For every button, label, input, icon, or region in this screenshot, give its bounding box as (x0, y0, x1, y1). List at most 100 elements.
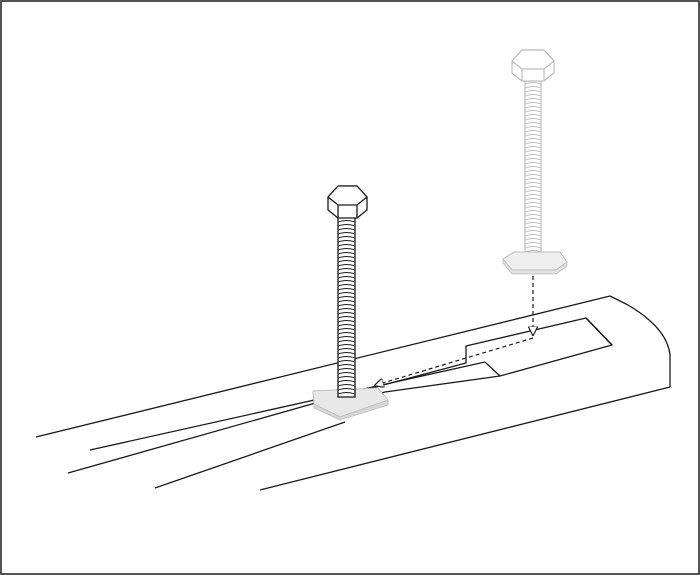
ghost-thread-line (524, 94, 542, 97)
rail-mid-edge-1 (67, 403, 313, 474)
ghost-thread-line (524, 194, 542, 197)
ghost-thread-line (524, 106, 542, 109)
installed-thread-line (337, 392, 356, 395)
installed-thread-line (337, 220, 356, 223)
installed-thread-line (337, 240, 356, 243)
ghost-thread-line (524, 190, 542, 193)
ghost-thread-line (524, 174, 542, 177)
ghost-thread-line (524, 126, 542, 129)
ghost-thread-line (524, 170, 542, 173)
installed-thread-line (337, 312, 356, 315)
rail-top-back-edge (35, 295, 629, 438)
ghost-thread-line (524, 138, 542, 141)
ghost-thread-line (524, 210, 542, 213)
ghost-thread-line (524, 98, 542, 101)
ghost-thread-line (524, 146, 542, 149)
installed-thread-line (337, 344, 356, 347)
installed-thread-line (337, 324, 356, 327)
ghost-thread-line (524, 110, 542, 113)
ghost-threads (524, 82, 542, 253)
installed-thread-line (337, 232, 356, 235)
installed-thread-line (337, 252, 356, 255)
ghost-thread-line (524, 150, 542, 153)
rail-mid-edge-2 (154, 421, 346, 489)
ghost-thread-line (524, 90, 542, 93)
installed-thread-line (337, 280, 356, 283)
installed-thread-line (337, 236, 356, 239)
ghost-thread-line (524, 178, 542, 181)
ghost-thread-line (524, 102, 542, 105)
installed-thread-line (337, 376, 356, 379)
installed-thread-line (337, 300, 356, 303)
ghost-thread-line (524, 162, 542, 165)
installed-thread-line (337, 356, 356, 359)
ghost-bolt (502, 49, 568, 275)
installed-thread-line (337, 380, 356, 383)
ghost-thread-line (524, 234, 542, 237)
ghost-thread-line (524, 202, 542, 205)
ghost-thread-line (524, 214, 542, 217)
installed-thread-line (337, 340, 356, 343)
ghost-thread-line (524, 82, 542, 85)
installed-thread-line (337, 384, 356, 387)
installed-thread-line (337, 316, 356, 319)
installed-thread-line (337, 224, 356, 227)
installed-thread-line (337, 284, 356, 287)
installed-thread-line (337, 352, 356, 355)
installed-thread-line (337, 272, 356, 275)
installed-thread-line (337, 372, 356, 375)
installed-thread-line (337, 296, 356, 299)
rail-bottom-edge (259, 386, 671, 491)
installed-plate (312, 387, 389, 421)
installed-thread-line (337, 332, 356, 335)
installed-thread-line (337, 308, 356, 311)
installed-bolt (312, 185, 389, 421)
ghost-thread-line (524, 182, 542, 185)
rail-end-curve (627, 304, 671, 387)
installed-thread-line (337, 256, 356, 259)
installed-thread-line (337, 360, 356, 363)
installed-thread-line (337, 268, 356, 271)
ghost-thread-line (524, 166, 542, 169)
insert-arrow-left (376, 337, 534, 385)
ghost-thread-line (524, 218, 542, 221)
ghost-thread-line (524, 242, 542, 245)
ghost-thread-line (524, 130, 542, 133)
ghost-thread-line (524, 86, 542, 89)
installed-thread-line (337, 364, 356, 367)
installed-thread-line (337, 292, 356, 295)
installed-thread-line (337, 368, 356, 371)
installed-hex-head (327, 185, 368, 219)
installed-thread-line (337, 336, 356, 339)
ghost-thread-line (524, 206, 542, 209)
ghost-thread-line (524, 230, 542, 233)
ghost-thread-line (524, 134, 542, 137)
installed-thread-line (337, 320, 356, 323)
installed-thread-line (337, 388, 356, 391)
installed-thread-line (337, 328, 356, 331)
rail-inner-edge (89, 361, 486, 451)
ghost-thread-line (524, 142, 542, 145)
installed-thread-line (337, 228, 356, 231)
installed-threads (337, 216, 356, 395)
ghost-thread-line (524, 222, 542, 225)
installed-thread-line (337, 248, 356, 251)
ghost-thread-line (524, 226, 542, 229)
ghost-thread-line (524, 246, 542, 249)
installed-thread-line (337, 304, 356, 307)
rail-slot-wall (585, 317, 613, 346)
installed-thread-line (337, 288, 356, 291)
ghost-thread-line (524, 238, 542, 241)
ghost-thread-line (524, 118, 542, 121)
installed-thread-line (337, 276, 356, 279)
installed-thread-line (337, 264, 356, 267)
ghost-thread-line (524, 122, 542, 125)
installed-thread-line (337, 260, 356, 263)
installed-thread-line (337, 244, 356, 247)
ghost-thread-line (524, 158, 542, 161)
rail (35, 295, 671, 491)
ghost-plate (502, 251, 568, 275)
